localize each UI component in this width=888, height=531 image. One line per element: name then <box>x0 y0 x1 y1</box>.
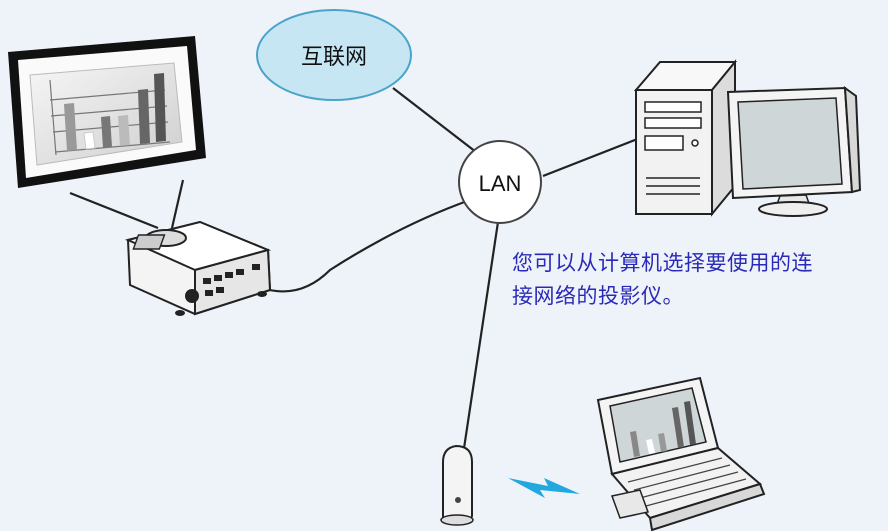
connection-lines <box>69 87 641 456</box>
caption-text: 您可以从计算机选择要使用的连 接网络的投影仪。 <box>512 247 882 313</box>
access-point-icon <box>440 444 474 526</box>
lan-hub: LAN <box>458 140 542 224</box>
caption-line-1: 您可以从计算机选择要使用的连 <box>512 251 813 275</box>
lan-label: LAN <box>479 171 522 196</box>
line-screen-projector-left <box>69 191 159 230</box>
line-lan-computer <box>542 136 641 178</box>
caption-line-2: 接网络的投影仪。 <box>512 284 684 308</box>
projector-ports <box>185 264 260 303</box>
projector-icon <box>124 220 272 316</box>
line-lan-projector <box>261 198 471 293</box>
laptop-icon <box>596 376 766 531</box>
line-screen-projector-right <box>170 179 185 229</box>
internet-label: 互联网 <box>301 45 367 70</box>
screen-bars <box>64 73 166 151</box>
internet-cloud: 互联网 <box>256 9 412 101</box>
laptop-keyboard <box>627 457 747 507</box>
line-internet-lan <box>392 87 477 153</box>
line-lan-access-point <box>461 221 500 456</box>
desktop-computer-icon <box>633 59 862 217</box>
wireless-signal-icon <box>508 478 580 498</box>
laptop-chart-icon <box>630 401 696 457</box>
projection-screen <box>8 36 206 188</box>
